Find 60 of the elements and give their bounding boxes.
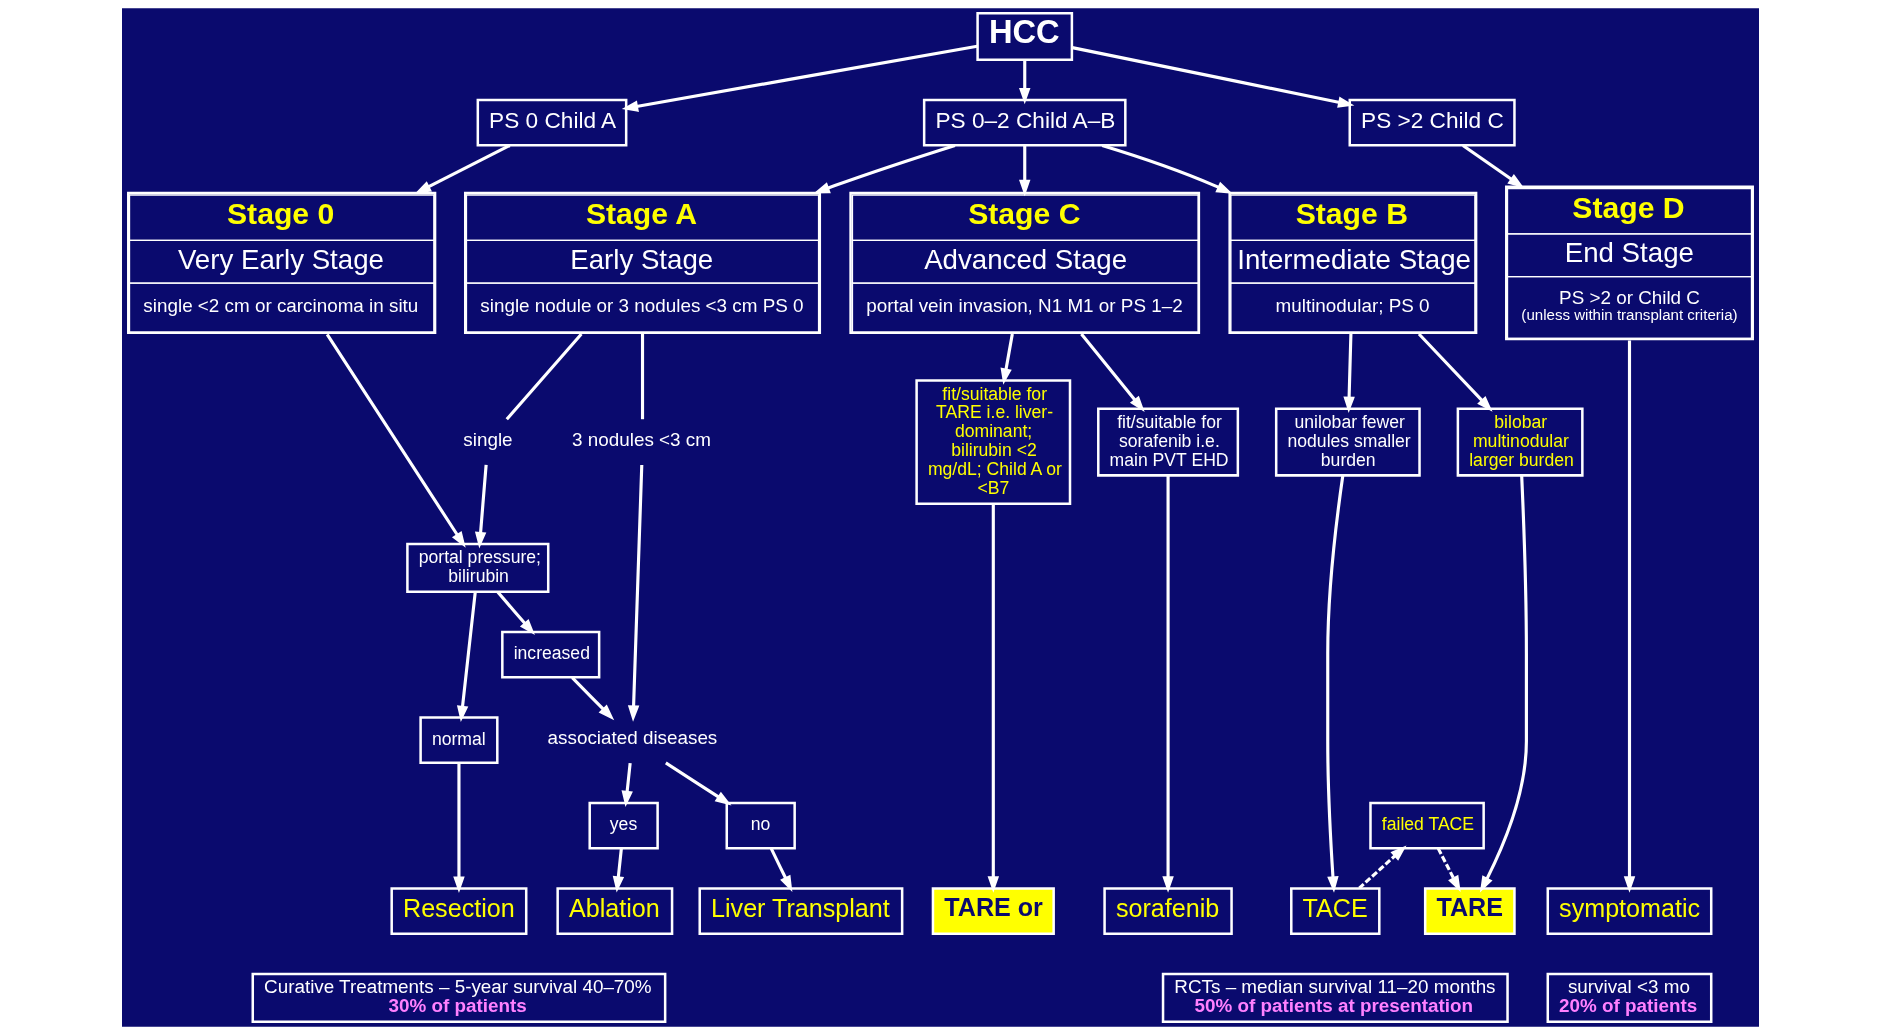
node-text: 3 nodules <3 cm	[572, 429, 711, 451]
node-box: fit/suitable for TARE i.e. liver-dominant; bilirubin <2 mg/dL; Child A or <B7	[915, 379, 1072, 505]
node-box: Ablation	[556, 887, 674, 935]
node-text: single	[463, 429, 513, 451]
node-box: bilobar multinodular larger burden	[1456, 407, 1584, 477]
node-box: TARE	[1423, 887, 1516, 935]
arrow	[456, 591, 477, 723]
connector	[505, 332, 583, 421]
node-box: unilobar fewer nodules smaller burden	[1274, 407, 1421, 477]
node-box: portal pressure; bilirubin	[406, 542, 550, 593]
node-box: RCTs – median survival 11–20 months 50% of patients at presentation	[1161, 972, 1509, 1023]
node-box: Liver Transplant	[698, 887, 904, 935]
arrow	[1000, 333, 1014, 385]
arrow	[664, 761, 732, 806]
arrow	[1019, 145, 1031, 197]
arrow	[325, 333, 466, 548]
node-box: PS 0–2 Child A–B	[922, 98, 1127, 147]
arrow	[453, 762, 465, 893]
arrow	[612, 848, 625, 893]
arrow	[621, 762, 633, 808]
arrow	[987, 503, 1000, 893]
node-box: normal	[419, 716, 499, 764]
node-box: PS >2 Child C	[1348, 98, 1516, 147]
node-box: Curative Treatments – 5-year survival 40–70% 30% of patients	[251, 972, 667, 1023]
arrow	[769, 847, 793, 893]
node-text: associated diseases	[547, 727, 718, 749]
node-box: failed TACE	[1369, 801, 1485, 850]
arrow	[571, 676, 615, 721]
arrow	[1479, 475, 1528, 893]
node-box: TARE or	[931, 887, 1055, 935]
node-box: yes	[588, 801, 659, 850]
arrow	[1358, 845, 1407, 890]
arrow	[474, 464, 488, 549]
node-box: no	[725, 801, 796, 850]
arrow	[1071, 46, 1355, 108]
arrow	[1417, 332, 1493, 412]
arrow	[1462, 144, 1525, 189]
node-box: HCC	[976, 12, 1074, 62]
arrow	[1623, 340, 1636, 893]
arrow	[813, 143, 956, 194]
node-box: sorafenib	[1103, 887, 1233, 935]
arrow	[1162, 475, 1174, 893]
node-box: TACE	[1290, 887, 1381, 935]
connector	[640, 333, 645, 420]
arrow	[627, 465, 644, 722]
arrow	[621, 44, 978, 112]
arrow	[496, 591, 535, 636]
arrow	[1343, 333, 1355, 414]
arrow	[1101, 143, 1233, 194]
arrow	[1436, 847, 1461, 893]
arrow	[1326, 475, 1345, 893]
arrow	[1019, 60, 1031, 105]
arrow	[1080, 333, 1145, 412]
node-box: survival <3 mo 20% of patients	[1546, 972, 1713, 1023]
node-box: fit/suitable for sorafenib i.e. main PVT EHD	[1097, 407, 1240, 477]
node-box: increased	[501, 630, 601, 679]
node-box: Resection	[390, 887, 528, 935]
node-box: PS 0 Child A	[476, 98, 628, 147]
arrow	[414, 144, 511, 194]
node-box: symptomatic	[1546, 887, 1713, 935]
